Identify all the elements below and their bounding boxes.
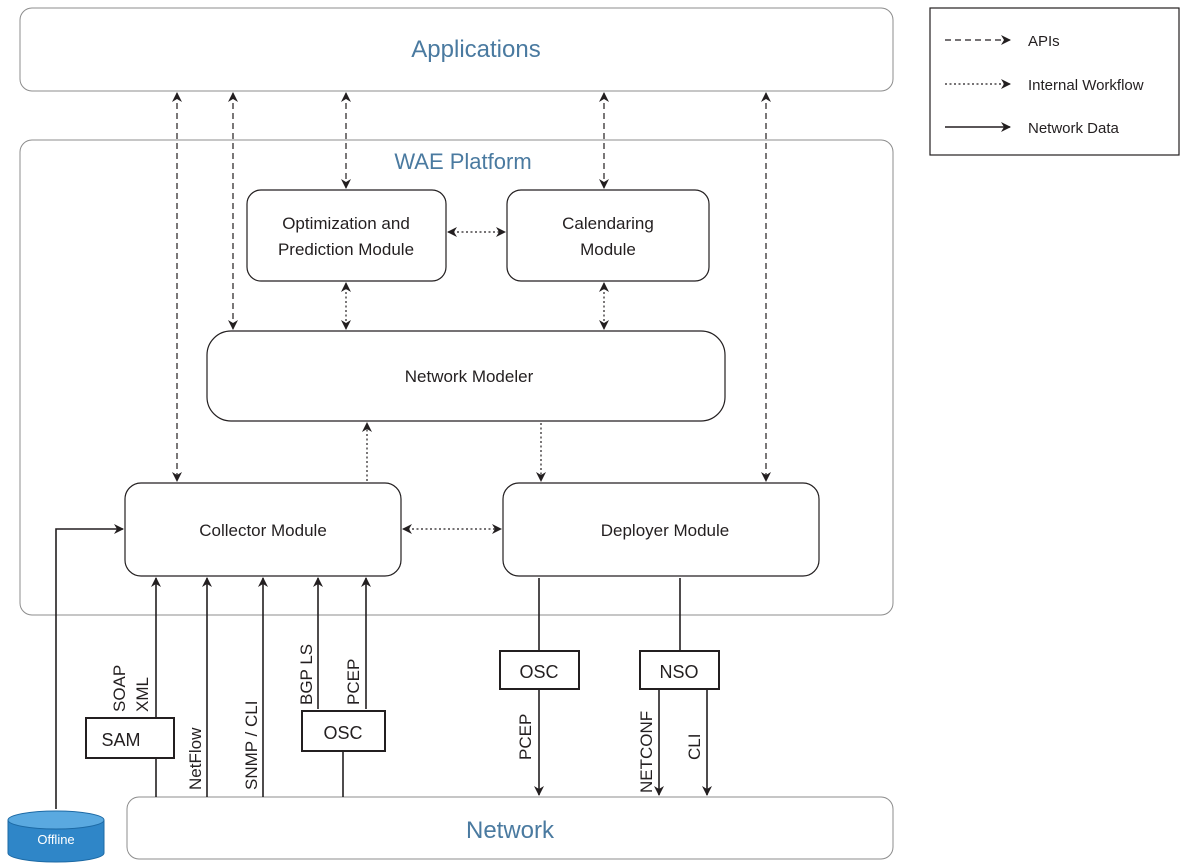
soap-label: SOAP [110,665,129,712]
snmp-cli-label: SNMP / CLI [242,701,261,790]
cli-label: CLI [685,734,704,760]
optimization-module: Optimization and Prediction Module [246,189,447,282]
collector-module: Collector Module [124,482,402,577]
calendaring-module: Calendaring Module [506,189,710,282]
osc-deployer-box: OSC [499,650,580,690]
pcep-collector-label: PCEP [344,659,363,705]
osc-collector-box: OSC [301,710,386,752]
sam-label: SAM [101,730,140,750]
offline-label: Offline [37,832,74,847]
applications-box: Applications [19,7,894,92]
bgp-ls-label: BGP LS [297,644,316,705]
calendaring-label-line1: Calendaring [562,214,654,233]
offline-arrow [55,524,124,809]
protocol-labels: SOAP XML NetFlow SNMP / CLI BGP LS PCEP … [110,644,704,793]
xml-label: XML [133,677,152,712]
nso-box: NSO [639,650,720,690]
sam-box: SAM [85,717,175,759]
network-modeler-label: Network Modeler [405,367,534,386]
optimization-label-line1: Optimization and [282,214,410,233]
calendaring-label-line2: Module [580,240,636,259]
legend-internal-label: Internal Workflow [1028,77,1144,94]
deployer-module: Deployer Module [502,482,820,577]
osc-collector-label: OSC [323,723,362,743]
database-icon: Offline [7,810,105,863]
osc-deployer-label: OSC [519,662,558,682]
deployer-network-data [534,578,712,796]
legend: APIs Internal Workflow Network Data [929,7,1180,156]
legend-network-data-label: Network Data [1028,120,1120,137]
netflow-label: NetFlow [186,727,205,790]
nso-label: NSO [659,662,698,682]
platform-title: WAE Platform [394,149,531,174]
optimization-label-line2: Prediction Module [278,240,414,259]
network-title: Network [466,817,555,844]
internal-workflow-arrows [341,227,609,534]
deployer-label: Deployer Module [601,521,730,540]
legend-apis-label: APIs [1028,33,1060,50]
netconf-label: NETCONF [637,711,656,793]
network-modeler-module: Network Modeler [206,330,726,422]
applications-title: Applications [411,36,540,63]
collector-label: Collector Module [199,521,327,540]
network-box: Network [126,796,894,860]
api-arrows [172,92,771,482]
collector-network-data [55,524,371,809]
pcep-deployer-label: PCEP [516,714,535,760]
